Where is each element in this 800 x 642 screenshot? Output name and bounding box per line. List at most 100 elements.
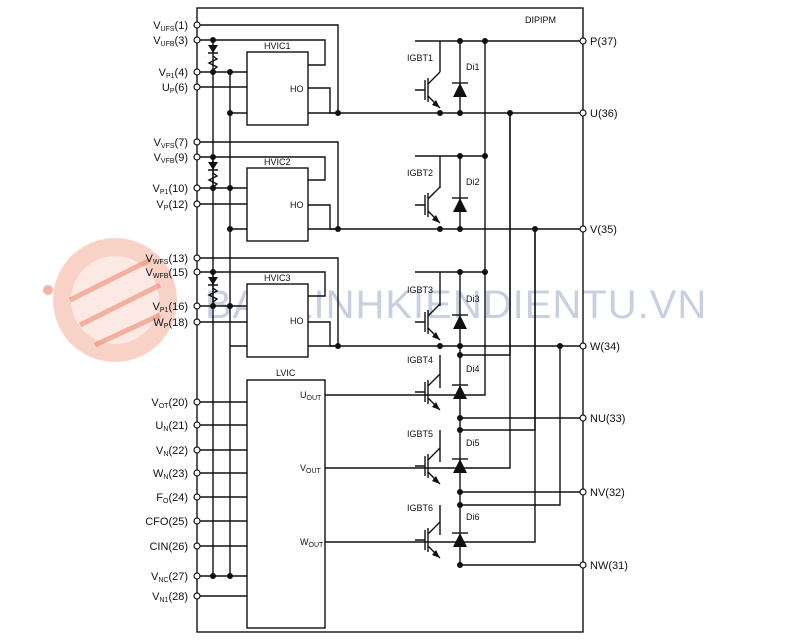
pin-terminal[interactable] [193, 254, 201, 262]
left-pin-label: VOT(20) [151, 397, 188, 410]
pin-terminal[interactable] [193, 268, 201, 276]
pin-terminal[interactable] [193, 184, 201, 192]
diode-label: Di3 [466, 294, 480, 304]
left-pin[interactable]: FO(24) [156, 492, 201, 505]
pin-terminal[interactable] [193, 36, 201, 44]
left-pin[interactable]: VOT(20) [151, 397, 201, 410]
diode-symbol: Di4 [452, 364, 480, 399]
left-pin[interactable]: VP1(10) [153, 183, 201, 196]
junction-dot [210, 269, 216, 275]
left-pin[interactable]: VN1(28) [152, 591, 201, 604]
left-pin[interactable]: VP(12) [156, 199, 201, 212]
igbt-symbol: IGBT6 [407, 503, 441, 559]
left-pin[interactable]: VVFB(9) [154, 152, 201, 165]
hvic-label: HVIC2 [264, 157, 291, 167]
lvic-output-label: UOUT [300, 390, 322, 402]
pin-terminal[interactable] [579, 561, 587, 569]
pin-terminal[interactable] [193, 200, 201, 208]
left-pin[interactable]: WN(23) [153, 468, 201, 481]
left-pin[interactable]: VWFS(13) [146, 253, 201, 266]
igbt-label: IGBT3 [407, 285, 433, 295]
junction-dot [457, 269, 463, 275]
right-pin[interactable]: P(37) [579, 36, 617, 48]
left-pin-label: WN(23) [153, 468, 188, 481]
pin-terminal[interactable] [193, 83, 201, 91]
left-pin[interactable]: VNC(27) [151, 571, 201, 584]
pin-terminal[interactable] [193, 542, 201, 550]
junction-dot [227, 185, 233, 191]
junction-dot [457, 502, 463, 508]
igbt-label: IGBT2 [407, 168, 433, 178]
left-pin[interactable]: VUFB(3) [153, 35, 201, 48]
right-pin[interactable]: V(35) [579, 224, 617, 236]
left-pin[interactable]: VVFS(7) [154, 137, 201, 150]
pin-terminal[interactable] [193, 446, 201, 454]
hvic-box [246, 51, 309, 126]
junction-dot [507, 110, 513, 116]
lvic-label: LVIC [276, 368, 296, 378]
left-pin-label: VUFB(3) [153, 35, 188, 48]
pin-terminal[interactable] [579, 37, 587, 45]
pin-terminal[interactable] [193, 493, 201, 501]
junction-dots [210, 37, 563, 579]
left-pin-label: VWFS(13) [146, 253, 188, 266]
pin-terminal[interactable] [579, 414, 587, 422]
junction-dot [457, 352, 463, 358]
left-pin[interactable]: CIN(26) [149, 541, 201, 553]
junction-dot [227, 303, 233, 309]
junction-dot [532, 226, 538, 232]
right-pin[interactable]: NV(32) [579, 487, 625, 499]
junction-dot [210, 573, 216, 579]
left-pin[interactable]: UN(21) [155, 420, 201, 433]
right-pin-label: V(35) [590, 224, 617, 236]
left-pin-label: CIN(26) [149, 541, 188, 553]
left-pin-label: VWFB(15) [146, 267, 188, 280]
igbt-symbol: IGBT2 [407, 168, 441, 224]
left-pin[interactable]: UP(6) [162, 82, 201, 95]
pin-terminal[interactable] [193, 421, 201, 429]
left-pin[interactable]: WP(18) [153, 317, 201, 330]
pin-terminal[interactable] [193, 318, 201, 326]
left-pin[interactable]: VP1(16) [153, 301, 201, 314]
left-pin[interactable]: CFO(25) [145, 516, 201, 528]
right-pin[interactable]: W(34) [579, 341, 620, 353]
junction-dot [210, 303, 216, 309]
pin-terminal[interactable] [193, 68, 201, 76]
left-pin-label: VP1(16) [153, 301, 188, 314]
pin-terminal[interactable] [193, 153, 201, 161]
right-pin[interactable]: U(36) [579, 108, 618, 120]
junction-dot [457, 415, 463, 421]
pin-terminal[interactable] [193, 21, 201, 29]
pin-terminal[interactable] [193, 469, 201, 477]
right-pin[interactable]: NW(31) [579, 560, 628, 572]
wiring [197, 24, 583, 597]
pin-terminal[interactable] [579, 342, 587, 350]
diode-label: Di4 [466, 364, 480, 374]
right-pin[interactable]: NU(33) [579, 413, 625, 425]
pin-terminal[interactable] [579, 488, 587, 496]
left-pin-label: FO(24) [156, 492, 188, 505]
left-pin[interactable]: VUFS(1) [153, 20, 201, 33]
pin-terminal[interactable] [193, 572, 201, 580]
pin-terminal[interactable] [579, 225, 587, 233]
pin-terminal[interactable] [193, 138, 201, 146]
junction-dot [227, 110, 233, 116]
left-pin[interactable]: VN(22) [156, 445, 201, 458]
diode-symbol: Di5 [452, 438, 480, 473]
hvic-output-label: HO [290, 200, 304, 210]
module-title: DIPIPM [525, 15, 556, 25]
pin-terminal[interactable] [193, 517, 201, 525]
pin-terminal[interactable] [579, 109, 587, 117]
left-pin-label: WP(18) [153, 317, 188, 330]
pin-terminal[interactable] [193, 302, 201, 310]
left-pin[interactable]: VWFB(15) [146, 267, 201, 280]
igbt-symbol: IGBT4 [407, 355, 441, 411]
pin-terminal[interactable] [193, 592, 201, 600]
left-pin[interactable]: VP1(4) [159, 67, 201, 80]
right-pin-label: NV(32) [590, 487, 625, 499]
pin-terminal[interactable] [193, 398, 201, 406]
igbt-label: IGBT5 [407, 429, 433, 439]
right-pin-label: NW(31) [590, 560, 628, 572]
